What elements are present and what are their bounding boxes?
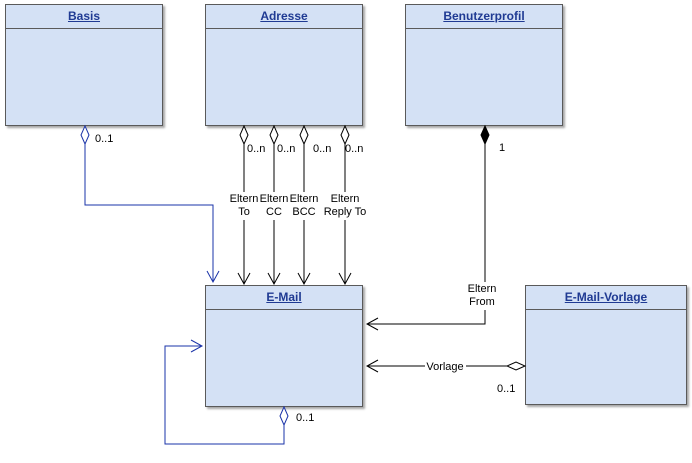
- relation-basis-email: 0..1: [80, 124, 220, 284]
- to-label-line2: To: [238, 206, 250, 218]
- class-benutzerprofil[interactable]: Benutzerprofil: [405, 4, 563, 126]
- class-adresse[interactable]: Adresse: [205, 4, 363, 126]
- composition-diamond-icon: [480, 124, 490, 146]
- aggregation-diamond-icon: [239, 124, 249, 146]
- class-adresse-title: Adresse: [206, 5, 362, 29]
- bcc-label-line2: BCC: [292, 206, 315, 218]
- bcc-multiplicity: 0..n: [313, 143, 331, 155]
- bcc-label-line1: Eltern: [290, 193, 319, 205]
- relation-from[interactable]: 1 Eltern From: [365, 124, 507, 331]
- cc-label-line2: CC: [266, 206, 282, 218]
- to-multiplicity: 0..n: [247, 143, 265, 155]
- reply-label-line1: Eltern: [331, 193, 360, 205]
- class-benutzerprofil-title: Benutzerprofil: [406, 5, 562, 29]
- aggregation-diamond-icon: [340, 124, 350, 146]
- aggregation-diamond-icon: [269, 124, 279, 146]
- from-label-line2: From: [469, 296, 495, 308]
- relation-self-email[interactable]: 0..1: [164, 339, 314, 445]
- cc-multiplicity: 0..n: [277, 143, 295, 155]
- aggregation-diamond-icon: [505, 361, 527, 371]
- reply-multiplicity: 0..n: [345, 143, 363, 155]
- to-label-line1: Eltern: [230, 193, 259, 205]
- class-basis[interactable]: Basis: [5, 4, 163, 126]
- self-multiplicity: 0..1: [296, 412, 314, 424]
- relation-reply-to[interactable]: 0..n Eltern Reply To: [322, 124, 368, 286]
- aggregation-diamond-icon: [279, 405, 289, 427]
- reply-label-line2: Reply To: [324, 206, 367, 218]
- profil-multiplicity: 1: [499, 142, 505, 154]
- relation-cc[interactable]: 0..n Eltern CC: [260, 124, 296, 286]
- basis-multiplicity: 0..1: [95, 133, 113, 145]
- aggregation-diamond-icon: [299, 124, 309, 146]
- cc-label-line1: Eltern: [260, 193, 289, 205]
- relation-vorlage[interactable]: Vorlage 0..1: [365, 359, 527, 395]
- relation-bcc[interactable]: 0..n Eltern BCC: [290, 124, 332, 286]
- from-label-line1: Eltern: [468, 283, 497, 295]
- vorlage-multiplicity: 0..1: [497, 383, 515, 395]
- relation-to[interactable]: 0..n Eltern To: [229, 124, 265, 286]
- class-email-vorlage[interactable]: E-Mail-Vorlage: [525, 285, 687, 405]
- class-email-title: E-Mail: [206, 286, 362, 310]
- class-basis-title: Basis: [6, 5, 162, 29]
- class-email-vorlage-title: E-Mail-Vorlage: [526, 286, 686, 310]
- vorlage-label: Vorlage: [426, 361, 463, 373]
- aggregation-diamond-icon: [80, 124, 90, 146]
